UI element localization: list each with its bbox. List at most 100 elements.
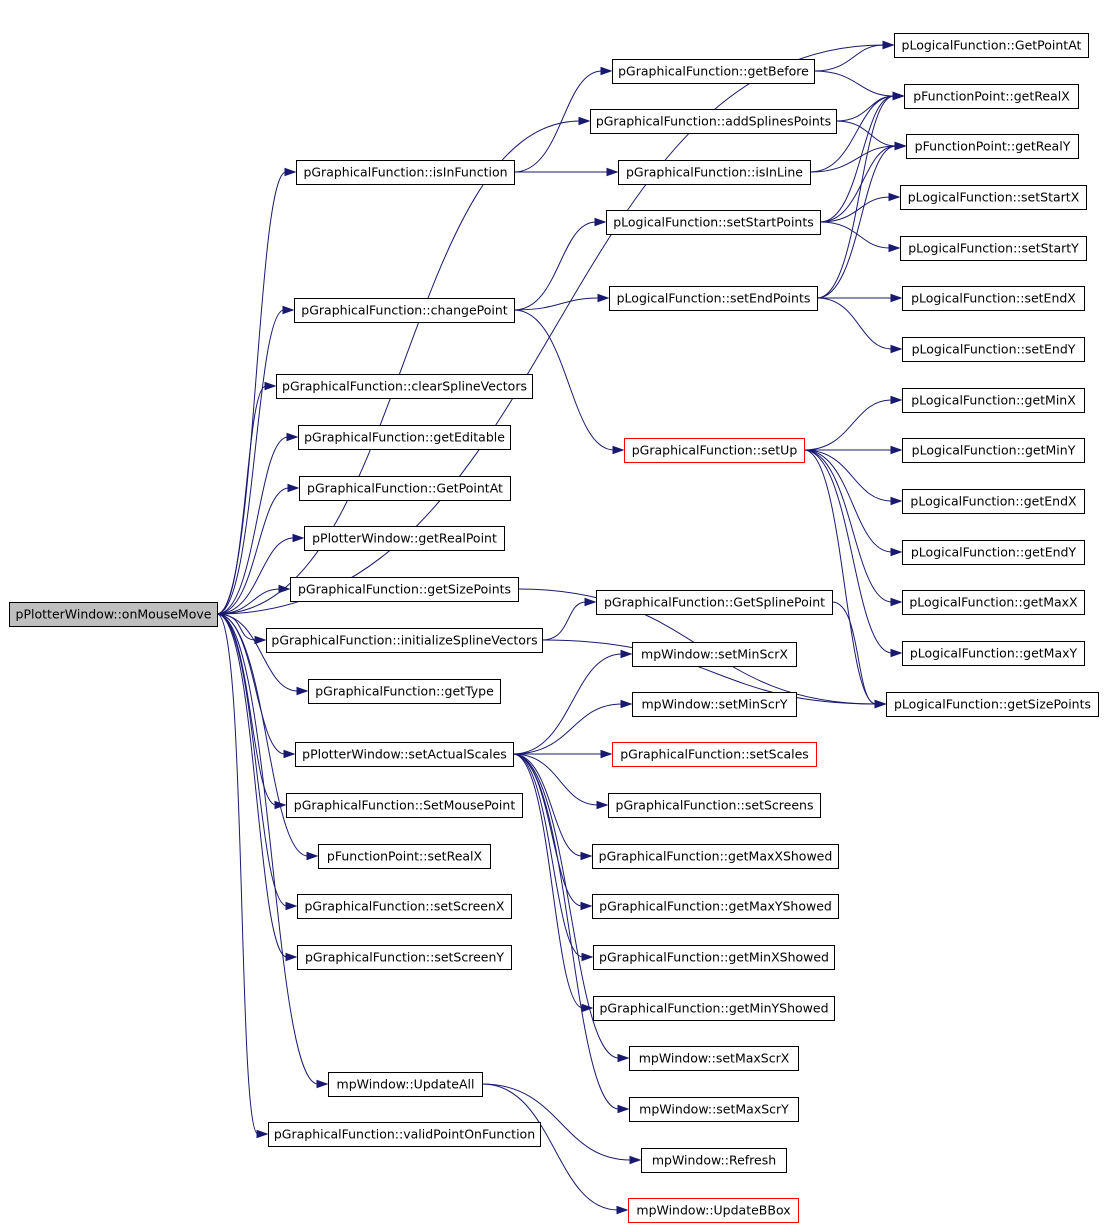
node-getMinYShowed[interactable]: pGraphicalFunction::getMinYShowed — [593, 996, 835, 1021]
node-addSplinesPoints[interactable]: pGraphicalFunction::addSplinesPoints — [590, 109, 837, 134]
edge-arrowhead — [600, 66, 613, 76]
node-setStartX[interactable]: pLogicalFunction::setStartX — [900, 185, 1087, 210]
edge-root-to-gf_GetPointAt — [216, 487, 290, 615]
node-getEditable[interactable]: pGraphicalFunction::getEditable — [298, 425, 511, 450]
edge-UpdateAll-to-Refresh — [481, 1083, 632, 1161]
node-getType[interactable]: pGraphicalFunction::getType — [308, 679, 501, 704]
node-label: pGraphicalFunction::changePoint — [301, 303, 507, 318]
node-initializeSplineVectors[interactable]: pGraphicalFunction::initializeSplineVect… — [266, 628, 543, 653]
node-setScreenY[interactable]: pGraphicalFunction::setScreenY — [297, 945, 512, 970]
nodes-layer: pPlotterWindow::onMouseMovepGraphicalFun… — [9, 33, 1099, 1223]
node-gf_getSizePoints[interactable]: pGraphicalFunction::getSizePoints — [290, 577, 519, 602]
edge-setUp-to-getEndX — [803, 449, 893, 502]
edge-arrowhead — [894, 141, 907, 151]
edge-arrowhead — [578, 116, 591, 126]
node-setScales[interactable]: pGraphicalFunction::setScales — [612, 742, 817, 767]
node-root[interactable]: pPlotterWindow::onMouseMove — [9, 602, 218, 627]
node-setMinScrX[interactable]: mpWindow::setMinScrX — [632, 642, 797, 667]
node-lf_GetPointAt[interactable]: pLogicalFunction::GetPointAt — [894, 33, 1089, 58]
node-box — [886, 692, 1099, 717]
node-UpdateAll[interactable]: mpWindow::UpdateAll — [328, 1072, 483, 1097]
node-setEndPoints[interactable]: pLogicalFunction::setEndPoints — [609, 286, 818, 311]
node-Refresh[interactable]: mpWindow::Refresh — [641, 1148, 787, 1173]
node-box — [904, 84, 1079, 109]
node-box — [297, 945, 512, 970]
edge-arrowhead — [612, 445, 625, 455]
node-gf_GetPointAt[interactable]: pGraphicalFunction::GetPointAt — [299, 476, 511, 501]
edge-root-to-changePoint — [216, 309, 285, 615]
node-getMinX[interactable]: pLogicalFunction::getMinX — [902, 388, 1085, 413]
node-validPointOnFunction[interactable]: pGraphicalFunction::validPointOnFunction — [268, 1122, 541, 1147]
node-setScreenX[interactable]: pGraphicalFunction::setScreenX — [297, 894, 512, 919]
node-lf_getSizePoints[interactable]: pLogicalFunction::getSizePoints — [886, 692, 1099, 717]
edge-arrowhead — [620, 699, 633, 709]
node-label: mpWindow::setMinScrX — [641, 647, 788, 662]
node-setStartY[interactable]: pLogicalFunction::setStartY — [900, 236, 1087, 261]
node-setMaxScrX[interactable]: mpWindow::setMaxScrX — [629, 1046, 799, 1071]
node-getMinY[interactable]: pLogicalFunction::getMinY — [902, 438, 1085, 463]
node-label: pLogicalFunction::getSizePoints — [894, 697, 1091, 712]
node-label: pGraphicalFunction::GetSplinePoint — [604, 595, 825, 610]
edge-arrowhead — [890, 344, 903, 354]
node-fp_getRealY[interactable]: pFunctionPoint::getRealY — [906, 134, 1079, 159]
node-GetSplinePoint[interactable]: pGraphicalFunction::GetSplinePoint — [596, 590, 833, 615]
node-box — [632, 692, 797, 717]
node-setStartPoints[interactable]: pLogicalFunction::setStartPoints — [606, 210, 821, 235]
node-getMaxYShowed[interactable]: pGraphicalFunction::getMaxYShowed — [592, 894, 839, 919]
edge-arrowhead — [287, 483, 300, 493]
node-box — [276, 374, 533, 399]
edge-arrowhead — [890, 547, 903, 557]
node-box — [606, 210, 821, 235]
node-box — [593, 945, 835, 970]
node-changePoint[interactable]: pGraphicalFunction::changePoint — [294, 298, 515, 323]
node-getRealPoint[interactable]: pPlotterWindow::getRealPoint — [304, 526, 505, 551]
node-isInFunction[interactable]: pGraphicalFunction::isInFunction — [296, 160, 515, 185]
node-setUp[interactable]: pGraphicalFunction::setUp — [624, 438, 805, 463]
node-getMaxXShowed[interactable]: pGraphicalFunction::getMaxXShowed — [592, 844, 839, 869]
node-getMaxY[interactable]: pLogicalFunction::getMaxY — [902, 641, 1085, 666]
edge-arrowhead — [890, 648, 903, 658]
edge-arrowhead — [597, 293, 610, 303]
edge-initializeSplineVectors-to-lf_getSizePoints — [541, 639, 877, 705]
node-getMinXShowed[interactable]: pGraphicalFunction::getMinXShowed — [593, 945, 835, 970]
node-clearSplineVectors[interactable]: pGraphicalFunction::clearSplineVectors — [276, 374, 533, 399]
node-getEndY[interactable]: pLogicalFunction::getEndY — [902, 540, 1085, 565]
edge-setEndPoints-to-fp_getRealX — [816, 95, 895, 299]
edge-root-to-fp_setRealX — [216, 613, 309, 857]
node-UpdateBBox[interactable]: mpWindow::UpdateBBox — [628, 1198, 799, 1223]
node-fp_getRealX[interactable]: pFunctionPoint::getRealX — [904, 84, 1079, 109]
node-box — [902, 438, 1085, 463]
edge-arrowhead — [882, 40, 895, 50]
node-label: pLogicalFunction::setEndY — [912, 342, 1076, 357]
node-getMaxX[interactable]: pLogicalFunction::getMaxX — [902, 590, 1085, 615]
node-label: pGraphicalFunction::getMinXShowed — [599, 950, 829, 965]
node-box — [9, 602, 218, 627]
edge-arrowhead — [617, 1053, 630, 1063]
edge-root-to-initializeSplineVectors — [216, 613, 257, 641]
node-box — [298, 425, 511, 450]
node-setEndX[interactable]: pLogicalFunction::setEndX — [902, 286, 1085, 311]
node-label: pGraphicalFunction::setScales — [620, 747, 809, 762]
node-SetMousePoint[interactable]: pGraphicalFunction::SetMousePoint — [286, 793, 523, 818]
node-fp_setRealX[interactable]: pFunctionPoint::setRealX — [318, 844, 491, 869]
node-box — [900, 236, 1087, 261]
node-box — [590, 109, 837, 134]
edge-arrowhead — [890, 496, 903, 506]
node-label: pPlotterWindow::getRealPoint — [312, 531, 497, 546]
node-label: pFunctionPoint::getRealX — [913, 89, 1070, 104]
node-box — [592, 894, 839, 919]
edge-root-to-setScreenX — [216, 613, 288, 907]
node-setActualScales[interactable]: pPlotterWindow::setActualScales — [295, 742, 514, 767]
node-setScreens[interactable]: pGraphicalFunction::setScreens — [608, 793, 821, 818]
node-box — [894, 33, 1089, 58]
node-isInLine[interactable]: pGraphicalFunction::isInLine — [618, 160, 811, 185]
node-label: pGraphicalFunction::GetPointAt — [307, 481, 503, 496]
edge-root-to-validPointOnFunction — [216, 613, 259, 1135]
node-setMaxScrY[interactable]: mpWindow::setMaxScrY — [629, 1097, 799, 1122]
node-getBefore[interactable]: pGraphicalFunction::getBefore — [612, 59, 815, 84]
node-setMinScrY[interactable]: mpWindow::setMinScrY — [632, 692, 797, 717]
node-setEndY[interactable]: pLogicalFunction::setEndY — [902, 337, 1085, 362]
edge-setActualScales-to-getMinYShowed — [512, 753, 584, 1009]
node-label: pLogicalFunction::setEndX — [911, 291, 1076, 306]
node-getEndX[interactable]: pLogicalFunction::getEndX — [902, 489, 1085, 514]
